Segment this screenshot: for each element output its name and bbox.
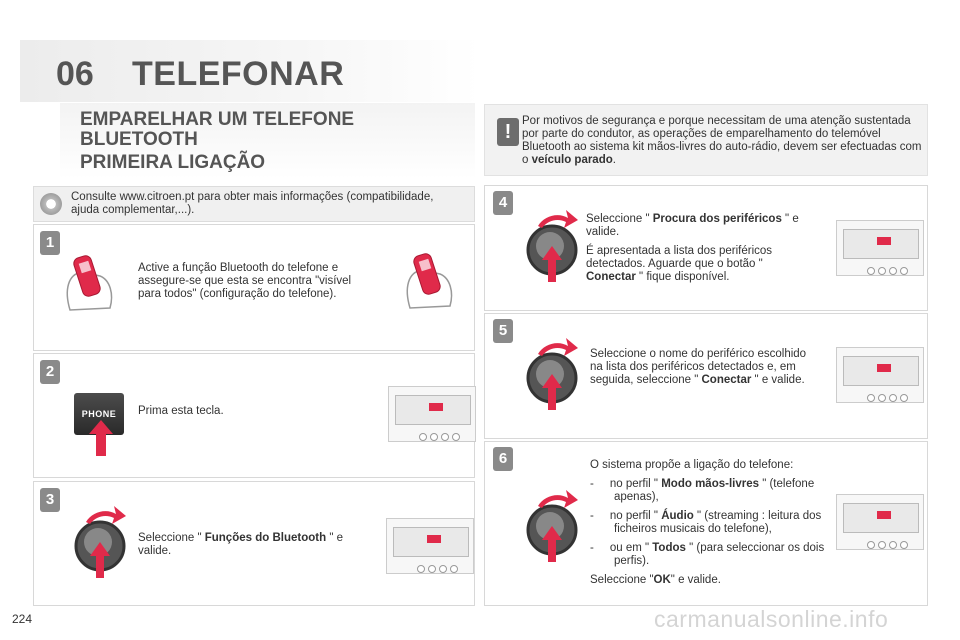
step-4-text: Seleccione " Procura dos periféricos " e… xyxy=(586,213,799,283)
radio-panel-thumbnail xyxy=(388,386,476,442)
rotary-dial-icon xyxy=(74,506,126,578)
hand-phone-icon xyxy=(66,255,113,311)
warning-box xyxy=(484,104,928,176)
step-5-text: Seleccione o nome do periférico escolhid… xyxy=(590,348,807,386)
warning-text: Por motivos de segurança e porque necess… xyxy=(522,115,922,166)
step-1-panel xyxy=(33,224,475,351)
exclamation-icon: ! xyxy=(497,118,519,146)
step-2-badge: 2 xyxy=(40,360,60,384)
step-1-badge: 1 xyxy=(40,231,60,255)
info-text: Consulte www.citroen.pt para obter mais … xyxy=(71,191,434,216)
chapter-title: TELEFONAR xyxy=(132,55,345,93)
step-1-text: Active a função Bluetooth do telefone e … xyxy=(138,262,352,300)
step-3-text: Seleccione " Funções do Bluetooth " e va… xyxy=(138,532,343,557)
step-5-badge: 5 xyxy=(493,319,513,343)
chapter-header-band xyxy=(20,40,480,102)
step-6-badge: 6 xyxy=(493,447,513,471)
page-number: 224 xyxy=(12,612,33,626)
profile-item-audio: - no perfil " Áudio " (streaming : leitu… xyxy=(590,510,822,535)
radio-panel-thumbnail xyxy=(836,494,924,550)
hand-phone-icon xyxy=(406,253,453,309)
radio-panel-thumbnail xyxy=(836,347,924,403)
chapter-number: 06 xyxy=(56,55,94,93)
rotary-dial-icon xyxy=(526,338,578,410)
step-4-badge: 4 xyxy=(493,191,513,215)
profile-item-handsfree: - no perfil " Modo mãos-livres " (telefo… xyxy=(590,478,815,503)
info-box xyxy=(33,186,475,222)
step-6-text: O sistema propõe a ligação do telefone: … xyxy=(590,459,825,586)
section-subtitle: PRIMEIRA LIGAÇÃO xyxy=(80,152,266,173)
radio-panel-thumbnail xyxy=(836,220,924,276)
arrow-up-icon xyxy=(89,420,113,456)
rotary-dial-icon xyxy=(526,210,578,282)
section-title: EMPARELHAR UM TELEFONE BLUETOOTH xyxy=(80,109,355,150)
step-2-text: Prima esta tecla. xyxy=(138,405,224,417)
profile-item-all: - ou em " Todos " (para seleccionar os d… xyxy=(590,542,825,567)
rotary-dial-icon xyxy=(526,490,578,562)
section-title-box xyxy=(60,103,475,179)
step-3-badge: 3 xyxy=(40,488,60,512)
info-lamp-icon xyxy=(40,193,62,215)
radio-panel-thumbnail xyxy=(386,518,474,574)
watermark: carmanualsonline.info xyxy=(654,606,889,632)
